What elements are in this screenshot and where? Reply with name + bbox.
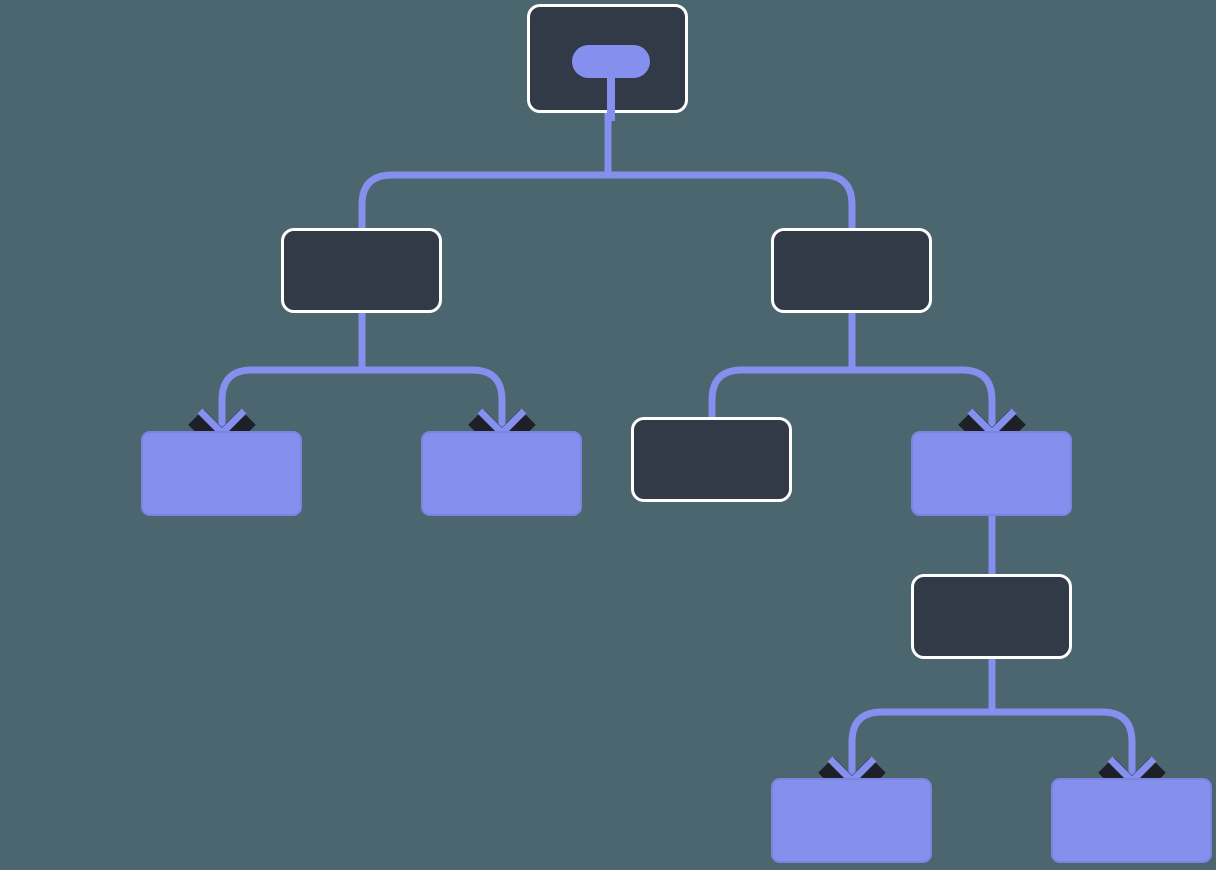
edge-l4a-to-l5a bbox=[848, 708, 992, 786]
node-l4a[interactable] bbox=[911, 574, 1072, 659]
node-l3d[interactable] bbox=[911, 431, 1072, 516]
node-root[interactable] bbox=[527, 4, 688, 121]
edge-l2a-to-l3a bbox=[218, 330, 366, 438]
edge-l2b-to-l3c bbox=[708, 330, 856, 418]
edge-l4a-to-l5b bbox=[992, 708, 1136, 786]
node-l5a[interactable] bbox=[771, 778, 932, 863]
edge-root-to-l2a bbox=[358, 171, 608, 330]
node-l3b[interactable] bbox=[421, 431, 582, 516]
node-l5b[interactable] bbox=[1051, 778, 1212, 863]
root-badge-pill bbox=[572, 45, 650, 78]
root-badge-stem bbox=[607, 75, 615, 121]
node-l2b[interactable] bbox=[771, 228, 932, 313]
edge-root-to-l2b bbox=[608, 171, 856, 330]
node-l3a[interactable] bbox=[141, 431, 302, 516]
node-l3c[interactable] bbox=[631, 417, 792, 502]
edge-l2a-to-l3b bbox=[362, 366, 506, 438]
edge-l2b-to-l3d bbox=[852, 366, 996, 438]
node-l2a[interactable] bbox=[281, 228, 442, 313]
